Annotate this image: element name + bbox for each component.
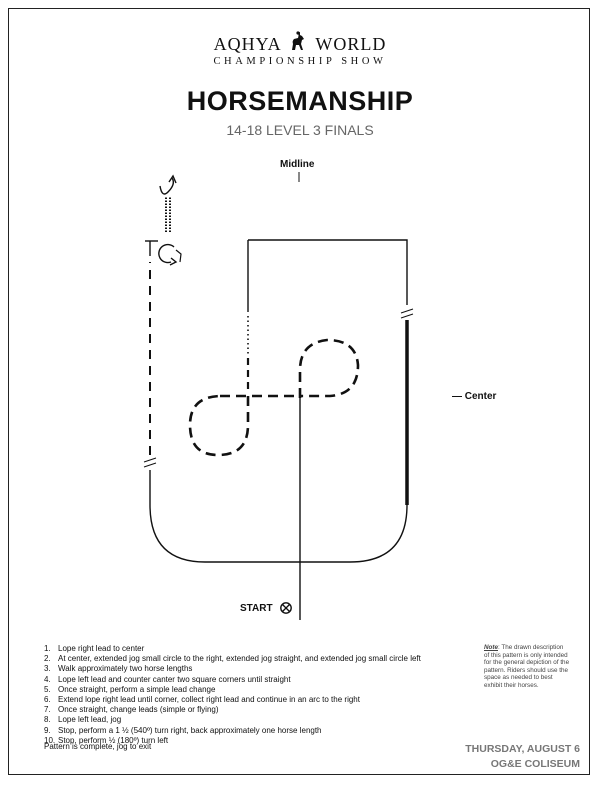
start-x-stroke	[282, 604, 290, 612]
center-label: — Center	[452, 391, 497, 402]
logo-left-text: AQHYA	[213, 34, 281, 54]
jog-circle-right	[298, 338, 360, 398]
break-tick	[400, 313, 414, 319]
arena-bottom-arc	[149, 470, 408, 563]
midline-label: Midline	[280, 159, 315, 170]
note-text: : The drawn description of this pattern …	[484, 644, 570, 689]
instruction-item: 7.Once straight, change leads (simple or…	[44, 705, 219, 715]
logo-subtitle: CHAMPIONSHIP SHOW	[213, 56, 387, 67]
turn-arrow-icon	[175, 249, 182, 263]
instruction-item: 6.Extend lope right lead until corner, c…	[44, 695, 360, 705]
instruction-item: 4.Lope left lead and counter canter two …	[44, 674, 291, 684]
event-venue: OG&E COLISEUM	[490, 758, 580, 770]
turn-180-icon	[159, 177, 175, 195]
final-instruction: Pattern is complete, jog to exit	[44, 742, 152, 751]
jog-circle-left	[188, 394, 250, 457]
turn-540-icon	[158, 243, 175, 264]
break-tick	[143, 457, 157, 463]
start-circle-x-icon	[280, 602, 292, 614]
event-info: THURSDAY, AUGUST 6 OG&E COLISEUM	[465, 742, 580, 772]
start-label: START	[240, 603, 273, 614]
page-border	[8, 8, 590, 775]
break-tick	[400, 308, 414, 314]
instruction-item: 8.Lope left lead, jog	[44, 715, 122, 725]
page-title: HORSEMANSHIP	[186, 86, 414, 116]
note-label: Note	[484, 644, 498, 651]
instruction-item: 1.Lope right lead to center	[44, 644, 145, 653]
break-tick	[143, 462, 157, 468]
turn-arrow-icon	[169, 257, 178, 266]
instructions-list: 1.Lope right lead to center 2.At center,…	[44, 644, 464, 746]
note-box: Note: The drawn description of this patt…	[484, 644, 570, 690]
event-date: THURSDAY, AUGUST 6	[465, 743, 580, 755]
logo: AQHYA WORLD CHAMPIONSHIP SHOW	[0, 30, 600, 67]
instruction-item: 9.Stop, perform a 1 ½ (540º) turn right,…	[44, 725, 322, 735]
instruction-item: 10.Stop, perform ½ (180º) turn left	[44, 735, 169, 745]
instruction-item: 3.Walk approximately two horse lengths	[44, 664, 193, 674]
arena-top-right	[248, 239, 408, 305]
instruction-item: 2.At center, extended jog small circle t…	[44, 654, 421, 664]
page-subtitle: 14-18 LEVEL 3 FINALS	[226, 122, 374, 138]
horse-rider-icon	[292, 31, 305, 50]
logo-right-text: WORLD	[315, 34, 387, 54]
turn-arrow-icon	[168, 174, 177, 184]
instruction-item: 5.Once straight, perform a simple lead c…	[44, 684, 216, 694]
